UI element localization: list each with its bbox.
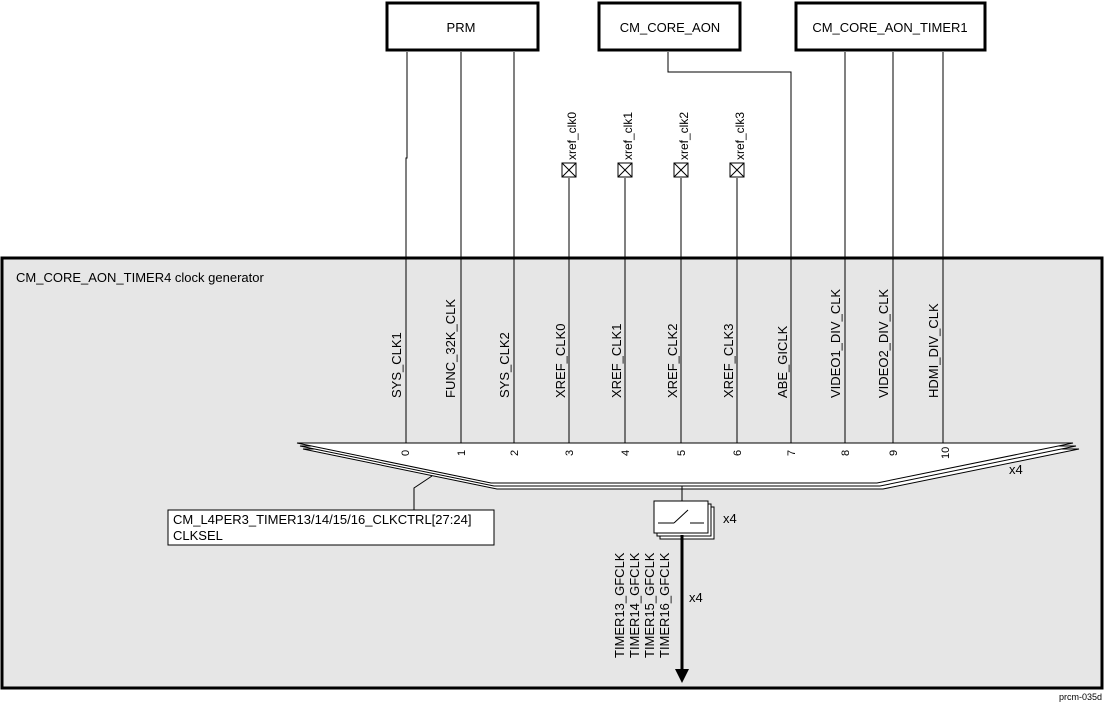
clock-mux xyxy=(296,442,1080,490)
mux-index: 5 xyxy=(676,450,688,456)
output-label: TIMER16_GFCLK xyxy=(657,552,672,658)
clock-input-label: VIDEO2_DIV_CLK xyxy=(876,289,891,398)
xref-pin-label: xref_clk3 xyxy=(733,112,747,160)
mux-index: 10 xyxy=(940,447,952,459)
mux-index-labels: 0 1 2 3 4 5 6 7 8 9 10 xyxy=(400,447,952,459)
cm-core-aon-timer1-label: CM_CORE_AON_TIMER1 xyxy=(812,20,967,35)
clock-input-label: VIDEO1_DIV_CLK xyxy=(828,289,843,398)
gate-multiplier-label: x4 xyxy=(723,511,737,526)
output-multiplier-label: x4 xyxy=(689,590,703,605)
output-label: TIMER14_GFCLK xyxy=(627,552,642,658)
mux-index: 9 xyxy=(888,450,900,456)
xref-pin-label: xref_clk0 xyxy=(565,112,579,160)
mux-multiplier-label: x4 xyxy=(1009,462,1023,477)
prm-label: PRM xyxy=(447,20,476,35)
xref-pin-3: xref_clk3 xyxy=(729,112,747,178)
xref-pin-label: xref_clk2 xyxy=(677,112,691,160)
xref-pin-2: xref_clk2 xyxy=(673,112,691,178)
xref-pin-label: xref_clk1 xyxy=(621,112,635,160)
select-register-box xyxy=(167,509,495,546)
cm-core-aon-label: CM_CORE_AON xyxy=(620,20,720,35)
clock-input-label: ABE_GICLK xyxy=(775,325,790,398)
mux-index: 1 xyxy=(456,450,468,456)
xref-pin-1: xref_clk1 xyxy=(617,112,635,178)
mux-index: 7 xyxy=(786,450,798,456)
output-label: TIMER15_GFCLK xyxy=(642,552,657,658)
generator-title: CM_CORE_AON_TIMER4 clock generator xyxy=(16,270,264,285)
cm-core-aon-block xyxy=(597,1,742,52)
select-register-line1: CM_L4PER3_TIMER13/14/15/16_CLKCTRL[27:24… xyxy=(173,512,471,527)
wire-sys-clk1 xyxy=(405,52,408,445)
clock-input-label: XREF_CLK1 xyxy=(609,324,624,398)
clock-input-label: SYS_CLK1 xyxy=(389,332,404,398)
mux-index: 8 xyxy=(840,450,852,456)
clock-input-label: FUNC_32K_CLK xyxy=(443,299,458,398)
cm-core-aon-timer1-block xyxy=(794,1,987,52)
output-arrow-icon xyxy=(675,669,689,683)
mux-index: 2 xyxy=(509,450,521,456)
mux-index: 0 xyxy=(400,450,412,456)
output-labels: TIMER13_GFCLK TIMER14_GFCLK TIMER15_GFCL… xyxy=(612,552,672,658)
mux-index: 3 xyxy=(564,450,576,456)
figure-id: prcm-035d xyxy=(1059,692,1102,702)
select-wire xyxy=(413,475,433,510)
clock-input-label: XREF_CLK2 xyxy=(665,324,680,398)
clock-input-labels: SYS_CLK1 FUNC_32K_CLK SYS_CLK2 XREF_CLK0… xyxy=(389,289,941,398)
clock-input-label: XREF_CLK3 xyxy=(721,324,736,398)
source-wires xyxy=(405,52,944,445)
select-register-line2: CLKSEL xyxy=(173,528,223,543)
clock-input-label: XREF_CLK0 xyxy=(553,324,568,398)
clock-input-label: SYS_CLK2 xyxy=(497,332,512,398)
xref-pin-0: xref_clk0 xyxy=(561,112,579,178)
prm-block xyxy=(385,1,540,52)
wire-abe-giclk xyxy=(667,52,792,445)
mux-index: 4 xyxy=(620,450,632,456)
output-label: TIMER13_GFCLK xyxy=(612,552,627,658)
clock-input-label: HDMI_DIV_CLK xyxy=(926,303,941,398)
clock-gate-icon xyxy=(653,500,715,540)
mux-index: 6 xyxy=(732,450,744,456)
